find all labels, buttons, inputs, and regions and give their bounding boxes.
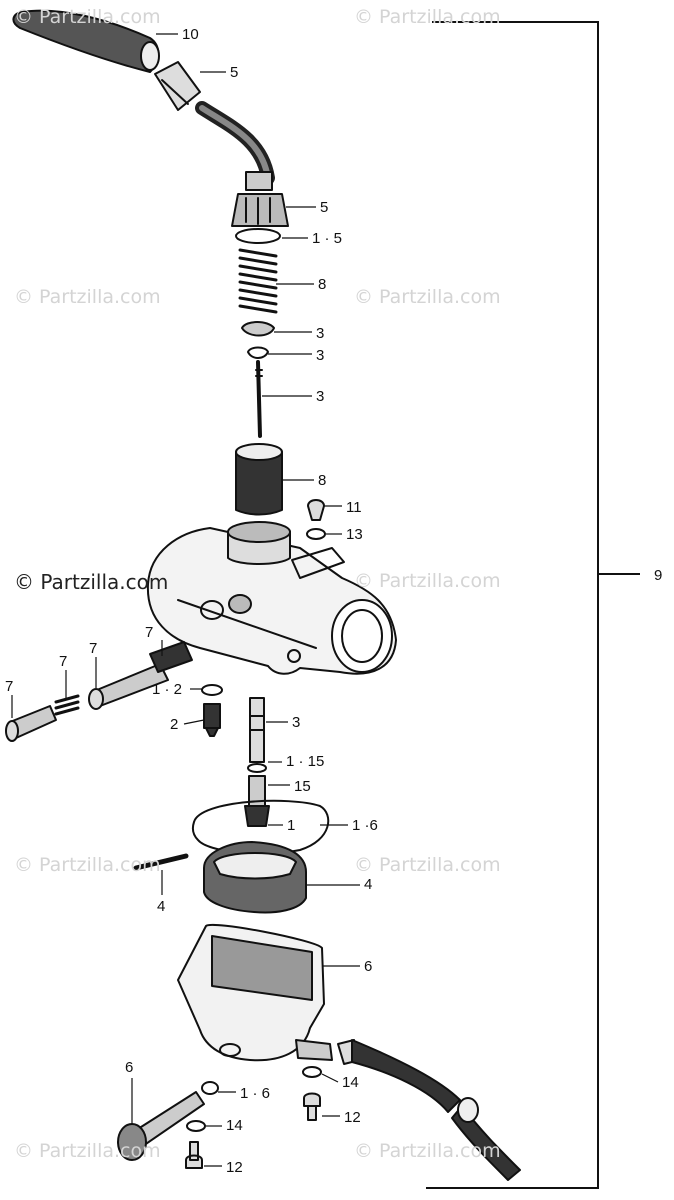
- callout-12-b: 12: [226, 1159, 243, 1176]
- callout-11: 11: [346, 499, 362, 516]
- part-cable-boot: [12, 9, 160, 73]
- part-idle-screw-long: [88, 641, 193, 710]
- part-pilot-screw: [5, 705, 57, 742]
- part-oring-drain: [201, 1081, 219, 1095]
- callout-7-c: 7: [59, 653, 68, 670]
- callout-5-cap: 5: [320, 199, 329, 216]
- callout-10: 10: [182, 26, 199, 43]
- callout-1-15: 1 · 15: [286, 753, 325, 770]
- part-screw-12a: [303, 1092, 321, 1121]
- part-jet-needle: [255, 360, 263, 438]
- watermark: © Partzilla.com: [354, 854, 501, 876]
- callout-8-valve: 8: [318, 472, 327, 489]
- part-washer-14b: [186, 1120, 206, 1132]
- part-needle-clip: [247, 346, 269, 359]
- part-drain-screw: [117, 1091, 205, 1161]
- part-jet-2: [203, 703, 221, 737]
- part-carburetor-body: [146, 521, 397, 675]
- watermark: © Partzilla.com: [354, 570, 501, 592]
- callout-9: 9: [654, 567, 663, 584]
- callout-14-a: 14: [342, 1074, 359, 1091]
- callout-12-a: 12: [344, 1109, 361, 1126]
- watermark: © Partzilla.com: [354, 286, 501, 308]
- part-main-jet: [244, 775, 270, 827]
- callout-1-5: 1 · 5: [312, 230, 343, 247]
- part-needle-jet-holder: [249, 697, 265, 763]
- callout-15: 15: [294, 778, 311, 795]
- part-washer-1-2: [201, 684, 223, 696]
- watermark: © Partzilla.com: [14, 6, 161, 28]
- callout-2: 2: [170, 716, 179, 733]
- callout-8-spring: 8: [318, 276, 327, 293]
- part-needle-retainer: [241, 321, 275, 337]
- part-float: [203, 841, 307, 914]
- part-throttle-valve: [235, 443, 283, 516]
- callout-5-nut: 5: [230, 64, 239, 81]
- callout-14-b: 14: [226, 1117, 243, 1134]
- watermark: © Partzilla.com: [354, 1140, 501, 1162]
- part-adjuster-nut: [154, 61, 201, 111]
- part-float-chamber: [177, 923, 333, 1062]
- watermark: © Partzilla.com: [14, 286, 161, 308]
- callout-3-clip: 3: [316, 347, 325, 364]
- callout-7-d: 7: [5, 678, 14, 695]
- callout-3-retainer: 3: [316, 325, 325, 342]
- part-top-cap: [231, 171, 289, 227]
- callout-leaders: [11, 33, 360, 1167]
- assembly-bracket: [426, 21, 640, 1189]
- part-oring-1-15: [247, 763, 267, 773]
- callout-1: 1: [287, 817, 296, 834]
- part-float-gasket: [191, 799, 330, 855]
- callout-13: 13: [346, 526, 363, 543]
- part-screw-12b: [185, 1141, 203, 1169]
- watermark-dark: © Partzilla.com: [14, 570, 169, 594]
- part-cap-gasket: [235, 228, 281, 244]
- watermark: © Partzilla.com: [354, 6, 501, 28]
- part-washer-13: [306, 528, 326, 540]
- watermark: © Partzilla.com: [14, 854, 161, 876]
- part-overflow-hose: [337, 1039, 521, 1181]
- callout-7-b: 7: [89, 640, 98, 657]
- part-screw-11: [307, 499, 325, 521]
- callout-3-needle: 3: [316, 388, 325, 405]
- leader-line: [183, 719, 205, 725]
- callout-7-a: 7: [145, 624, 154, 641]
- callout-4-float: 4: [364, 876, 373, 893]
- part-washer-14a: [302, 1066, 322, 1078]
- part-idle-spring: [54, 694, 80, 716]
- leader-line: [321, 1073, 339, 1083]
- callout-4-pin: 4: [157, 898, 166, 915]
- callout-1-6-gasket: 1 ·6: [352, 817, 378, 834]
- watermark: © Partzilla.com: [14, 1140, 161, 1162]
- callout-1-2: 1 · 2: [152, 681, 183, 698]
- part-throttle-spring: [238, 248, 278, 314]
- callout-6-drain: 6: [125, 1059, 134, 1076]
- callout-1-6-oring: 1 · 6: [240, 1085, 271, 1102]
- part-float-pin: [133, 853, 189, 871]
- callout-6-chamber: 6: [364, 958, 373, 975]
- callout-3-holder: 3: [292, 714, 301, 731]
- part-cable-coil: [195, 101, 275, 185]
